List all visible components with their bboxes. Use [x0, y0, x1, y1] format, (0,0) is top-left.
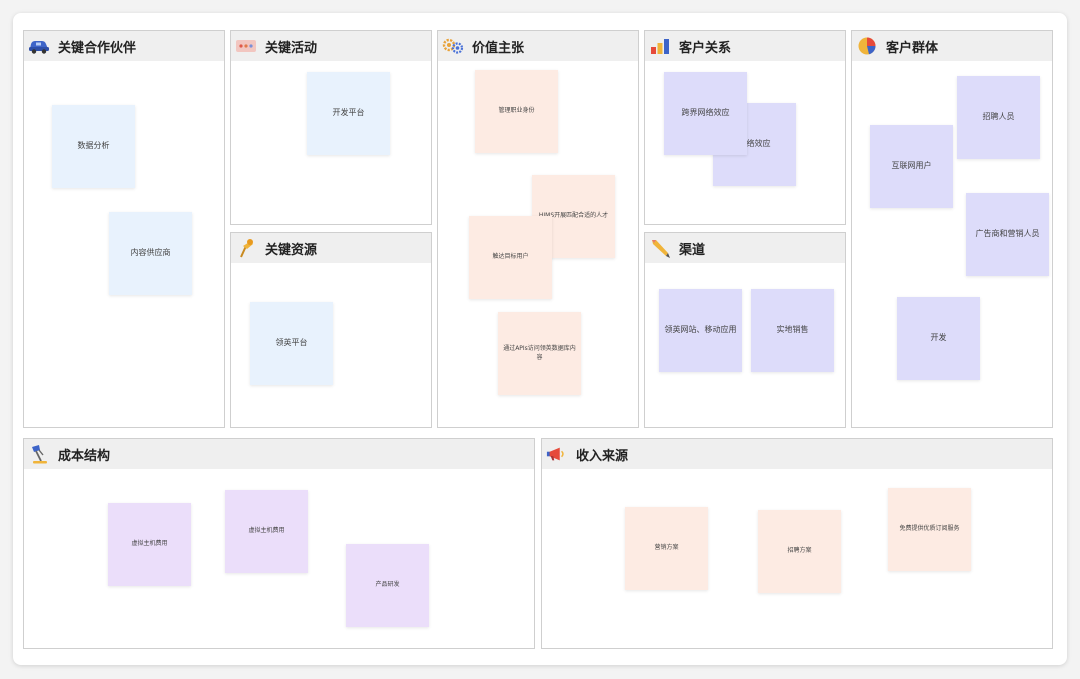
section-header: 成本结构 [24, 439, 534, 469]
sticky-note[interactable]: 招聘方案 [758, 510, 841, 593]
sticky-note[interactable]: 跨界网络效应 [664, 72, 747, 155]
section-key-partners: 关键合作伙伴 数据分析 内容供应商 [23, 30, 225, 428]
section-revenue-streams: 收入来源 营销方案 招聘方案 免费提供优质订阅服务 [541, 438, 1053, 649]
section-channels: 渠道 领英网站、移动应用 实地销售 [644, 232, 846, 428]
section-header: 关键合作伙伴 [24, 31, 224, 61]
section-customer-segments: 客户群体 招聘人员 互联网用户 广告商和营销人员 开发 [851, 30, 1053, 428]
section-header: 收入来源 [542, 439, 1052, 469]
sticky-note[interactable]: 触达目标用户 [469, 216, 552, 299]
sticky-note[interactable]: 互联网用户 [870, 125, 953, 208]
sticky-note[interactable]: 产品研发 [346, 544, 429, 627]
sticky-note[interactable]: 虚拟主机费用 [225, 490, 308, 573]
gears-icon [442, 35, 464, 57]
section-header: 客户群体 [852, 31, 1052, 61]
sticky-note[interactable]: 通过APIs访问领英数据库内容 [498, 312, 581, 395]
section-title: 价值主张 [472, 40, 525, 56]
section-value-propositions: 价值主张 管理职业身份 HIMS开展匹配合适的人才 触达目标用户 通过APIs访… [437, 30, 639, 428]
section-key-activities: 关键活动 开发平台 [230, 30, 432, 225]
sticky-note[interactable]: 广告商和营销人员 [966, 193, 1049, 276]
bar-chart-icon [649, 35, 671, 57]
sticky-note[interactable]: 数据分析 [52, 105, 135, 188]
sticky-note[interactable]: 领英平台 [250, 302, 333, 385]
pin-icon [235, 237, 257, 259]
section-customer-relationships: 客户关系 网络效应 跨界网络效应 [644, 30, 846, 225]
section-title: 成本结构 [58, 448, 111, 464]
megaphone-icon [546, 443, 568, 465]
section-header: 关键活动 [231, 31, 431, 61]
section-title: 关键合作伙伴 [58, 40, 137, 56]
sticky-note[interactable]: 管理职业身份 [475, 70, 558, 153]
section-header: 价值主张 [438, 31, 638, 61]
sticky-note[interactable]: 实地销售 [751, 289, 834, 372]
section-cost-structure: 成本结构 虚拟主机费用 虚拟主机费用 产品研发 [23, 438, 535, 649]
section-header: 关键资源 [231, 233, 431, 263]
sticky-note[interactable]: 开发 [897, 297, 980, 380]
section-header: 客户关系 [645, 31, 845, 61]
sticky-note[interactable]: 内容供应商 [109, 212, 192, 295]
section-header: 渠道 [645, 233, 845, 263]
section-title: 客户关系 [679, 40, 732, 56]
business-model-canvas: 关键合作伙伴 数据分析 内容供应商 关键活动 开发平台 [13, 13, 1067, 665]
sticky-note[interactable]: 开发平台 [307, 72, 390, 155]
section-title: 关键活动 [265, 40, 318, 56]
section-title: 收入来源 [576, 448, 629, 464]
pencil-icon [649, 237, 671, 259]
dashboard-icon [235, 35, 257, 57]
sticky-note[interactable]: 营销方案 [625, 507, 708, 590]
section-title: 客户群体 [886, 40, 939, 56]
desk-lamp-icon [28, 443, 50, 465]
car-icon [28, 35, 50, 57]
pie-chart-icon [856, 35, 878, 57]
section-title: 渠道 [679, 242, 706, 258]
sticky-note[interactable]: 领英网站、移动应用 [659, 289, 742, 372]
section-key-resources: 关键资源 领英平台 [230, 232, 432, 428]
section-title: 关键资源 [265, 242, 318, 258]
sticky-note[interactable]: 免费提供优质订阅服务 [888, 488, 971, 571]
sticky-note[interactable]: 虚拟主机费用 [108, 503, 191, 586]
sticky-note[interactable]: 招聘人员 [957, 76, 1040, 159]
